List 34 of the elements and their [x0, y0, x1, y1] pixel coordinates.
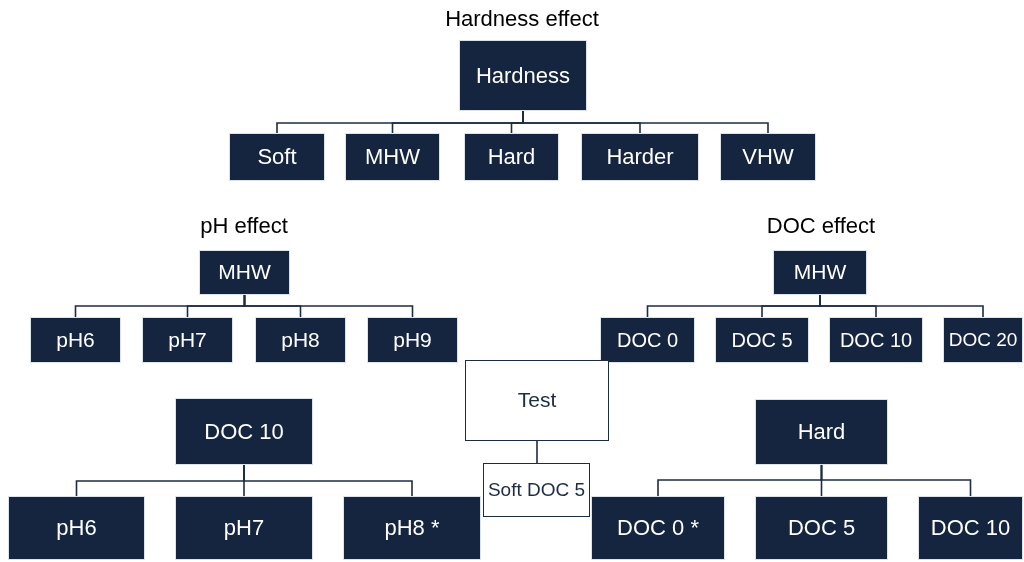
process-box: pH8: [255, 317, 346, 363]
process-box: Hard: [755, 399, 888, 465]
process-box: DOC 5: [715, 317, 809, 363]
process-box: MHW: [345, 133, 440, 181]
process-box: DOC 0: [600, 317, 695, 363]
process-box: DOC 20: [943, 317, 1023, 363]
connector-line: [243, 294, 414, 318]
outlined-box: Test: [465, 360, 609, 441]
process-box: MHW: [199, 250, 290, 295]
process-box: pH9: [367, 317, 458, 363]
process-box: Soft: [229, 133, 325, 181]
process-box: pH6: [8, 496, 145, 560]
process-box: Hardness: [459, 40, 587, 111]
process-box: pH6: [30, 317, 121, 363]
connector-line: [820, 464, 972, 497]
connector-line: [536, 440, 538, 464]
process-box: Hard: [464, 133, 559, 181]
process-box: Harder: [581, 133, 699, 181]
connector-line: [243, 464, 413, 497]
process-box: DOC 10: [829, 317, 923, 363]
process-box: DOC 0 *: [591, 496, 725, 560]
process-box: MHW: [773, 250, 867, 295]
process-box: DOC 5: [755, 496, 888, 560]
outlined-box: Soft DOC 5: [483, 463, 590, 517]
process-box: pH7: [142, 317, 233, 363]
group-heading: pH effect: [200, 211, 288, 240]
process-box: pH8 *: [343, 496, 481, 560]
process-box: DOC 10: [918, 496, 1023, 560]
process-box: pH7: [175, 496, 313, 560]
process-box: DOC 10: [175, 398, 313, 465]
group-heading: DOC effect: [766, 211, 876, 240]
group-heading: Hardness effect: [445, 4, 599, 33]
connector-line: [522, 110, 769, 134]
process-box: VHW: [720, 133, 816, 181]
